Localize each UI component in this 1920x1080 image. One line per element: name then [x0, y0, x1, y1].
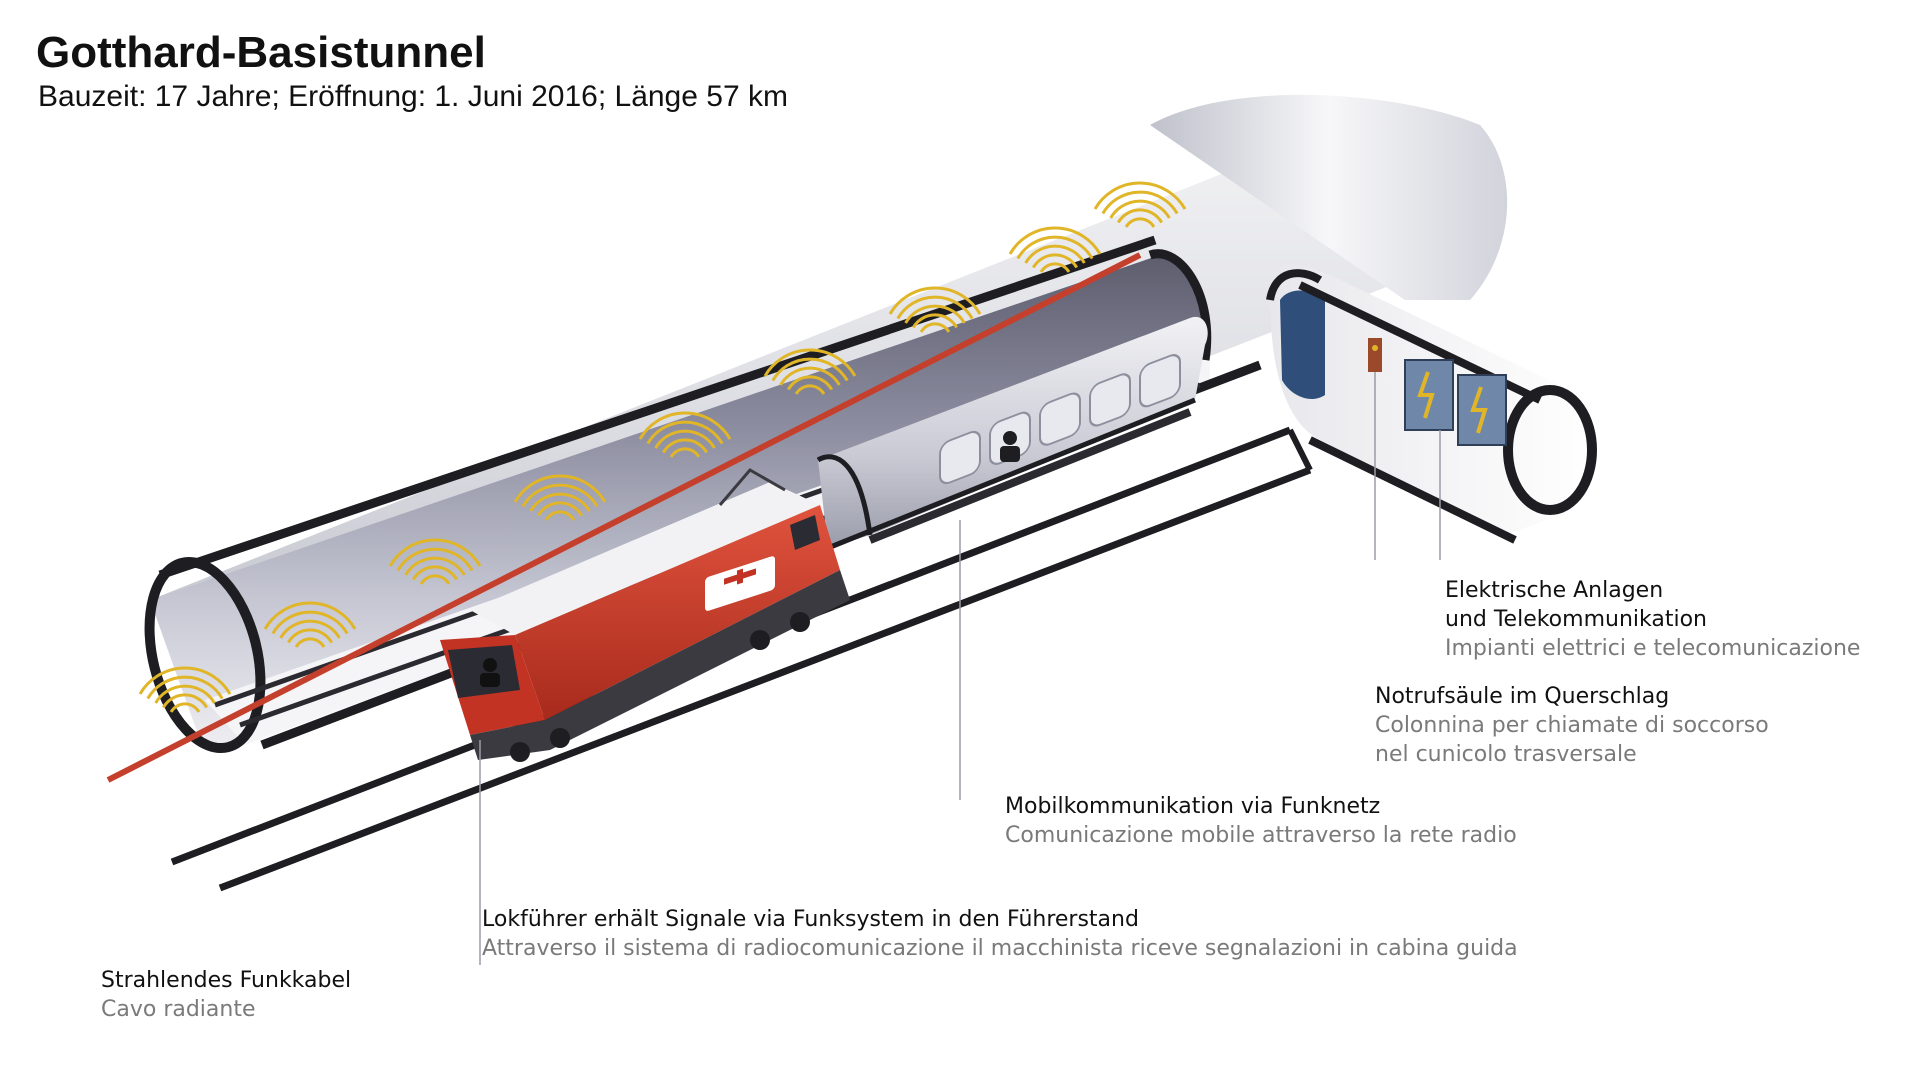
radio-wave-icon	[1039, 262, 1071, 273]
radio-wave-icon	[1116, 208, 1164, 224]
radio-wave-icon	[1008, 226, 1102, 255]
label-electrical-de-line2: und Telekommunikation	[1445, 607, 1707, 632]
radio-wave-icon	[169, 702, 201, 713]
radio-wave-icon	[294, 637, 326, 648]
locomotive	[440, 468, 850, 762]
radio-wave-icon	[794, 384, 826, 395]
radio-wave-icon	[1093, 181, 1187, 210]
radio-wave-icon	[646, 420, 724, 445]
radio-wave-icon	[146, 675, 224, 700]
radio-wave-icon	[669, 447, 701, 458]
label-electrical-systems: Elektrische Anlagen und Telekommunikatio…	[1445, 576, 1860, 663]
label-emergency-call-box: Notrufsäule im Querschlag Colonnina per …	[1375, 682, 1769, 769]
label-electrical-it: Impianti elettrici e telecomunicazione	[1445, 636, 1861, 661]
label-radiating-cable: Strahlendes Funkkabel Cavo radiante	[101, 966, 351, 1024]
radio-wave-icon	[638, 411, 732, 440]
radio-wave-icon	[396, 547, 474, 572]
radio-wave-icon	[904, 304, 966, 324]
label-cable-de: Strahlendes Funkkabel	[101, 968, 352, 993]
label-mobile-communication: Mobilkommunikation via Funknetz Comunica…	[1005, 792, 1517, 850]
double-deck-coach	[816, 316, 1208, 551]
label-driver-signals: Lokführer erhält Signale via Funksystem …	[482, 905, 1518, 963]
electrical-cabinet-icon	[1404, 359, 1507, 560]
radio-wave-icon	[786, 375, 834, 391]
page-subtitle: Bauzeit: 17 Jahre; Eröffnung: 1. Juni 20…	[38, 80, 788, 113]
radio-wave-icon	[763, 348, 857, 377]
radio-wave-icon	[419, 574, 451, 585]
emergency-call-box-icon	[1368, 338, 1382, 560]
radio-wave-icon	[263, 601, 357, 630]
radio-wave-icon	[388, 538, 482, 567]
radio-wave-icon	[1124, 217, 1156, 228]
radio-wave-icon	[1101, 190, 1179, 215]
radio-wave-icon	[888, 286, 982, 315]
radio-wave-icon	[138, 666, 232, 695]
radio-wave-icon	[1016, 235, 1094, 260]
label-mobile-it: Comunicazione mobile attraverso la rete …	[1005, 823, 1517, 848]
label-driver-de: Lokführer erhält Signale via Funksystem …	[482, 907, 1139, 932]
radio-wave-icon	[911, 313, 959, 329]
radio-wave-icon	[654, 429, 716, 449]
main-tunnel-tube	[144, 94, 1508, 892]
radio-wave-icon	[771, 357, 849, 382]
radio-wave-icon	[529, 492, 591, 512]
radio-wave-icon	[161, 693, 209, 709]
leader-lines	[479, 520, 961, 965]
page-title: Gotthard-Basistunnel	[36, 28, 486, 77]
radiating-cable	[106, 252, 1142, 783]
label-emergency-it-line1: Colonnina per chiamate di soccorso	[1375, 713, 1769, 738]
radio-wave-icon	[411, 565, 459, 581]
label-electrical-de-line1: Elektrische Anlagen	[1445, 578, 1664, 603]
sbb-logo-icon	[705, 556, 775, 611]
radio-wave-icon	[661, 438, 709, 454]
radio-wave-icon	[513, 474, 607, 503]
label-mobile-de: Mobilkommunikation via Funknetz	[1005, 794, 1381, 819]
cross-passage	[1266, 264, 1597, 560]
label-emergency-it-line2: nel cunicolo trasversale	[1375, 742, 1637, 767]
radio-wave-icon	[404, 556, 466, 576]
radio-wave-icon	[521, 483, 599, 508]
radio-wave-icon	[919, 322, 951, 333]
radio-wave-icon	[896, 295, 974, 320]
label-cable-it: Cavo radiante	[101, 997, 256, 1022]
radio-wave-icon	[1109, 199, 1171, 219]
radio-wave-icon	[286, 628, 334, 644]
radio-wave-icon	[279, 619, 341, 639]
radio-wave-icon	[536, 501, 584, 517]
radio-wave-icon	[779, 366, 841, 386]
radio-wave-group	[138, 181, 1187, 713]
radio-wave-icon	[544, 510, 576, 521]
radio-wave-icon	[154, 684, 216, 704]
label-emergency-de: Notrufsäule im Querschlag	[1375, 684, 1670, 709]
radio-wave-icon	[271, 610, 349, 635]
radio-wave-icon	[1024, 244, 1086, 264]
radio-wave-icon	[1031, 253, 1079, 269]
label-driver-it: Attraverso il sistema di radiocomunicazi…	[482, 936, 1518, 961]
